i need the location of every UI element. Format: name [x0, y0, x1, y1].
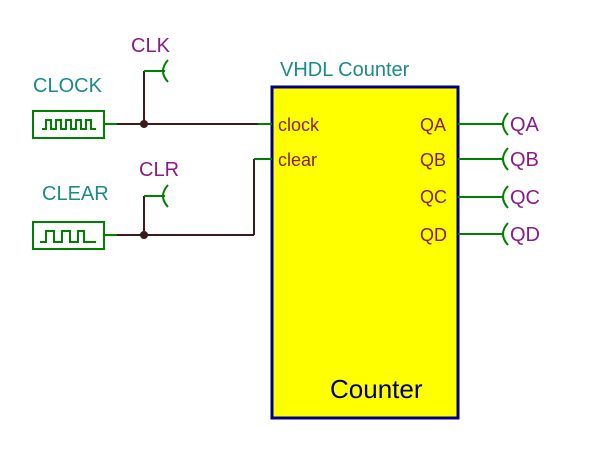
clock-source-icon[interactable]	[32, 110, 105, 139]
qb-net-label: QB	[510, 149, 539, 171]
clock-source-label: CLOCK	[33, 75, 103, 97]
clr-net-connector-icon	[160, 184, 169, 208]
clear-source-icon[interactable]	[32, 221, 105, 250]
port-qd-label: QD	[420, 225, 447, 245]
qc-connector-icon	[502, 185, 509, 209]
qc-net-label: QC	[510, 187, 540, 209]
qb-connector-icon	[502, 147, 509, 171]
qd-connector-icon	[502, 222, 509, 246]
port-qa-label: QA	[420, 115, 446, 135]
port-clear-label: clear	[278, 150, 317, 170]
counter-block[interactable]	[270, 85, 460, 420]
clk-net-label: CLK	[131, 35, 171, 57]
clr-net-label: CLR	[139, 159, 179, 181]
clk-net-connector-icon	[160, 59, 169, 83]
port-qc-label: QC	[420, 187, 447, 207]
qd-net-label: QD	[510, 224, 540, 246]
port-clock-label: clock	[278, 115, 320, 135]
component-name: Counter	[330, 374, 423, 404]
qa-connector-icon	[502, 112, 509, 136]
clear-source-label: CLEAR	[42, 183, 109, 205]
component-title: VHDL Counter	[280, 59, 410, 81]
port-qb-label: QB	[420, 150, 446, 170]
qa-net-label: QA	[510, 114, 540, 136]
